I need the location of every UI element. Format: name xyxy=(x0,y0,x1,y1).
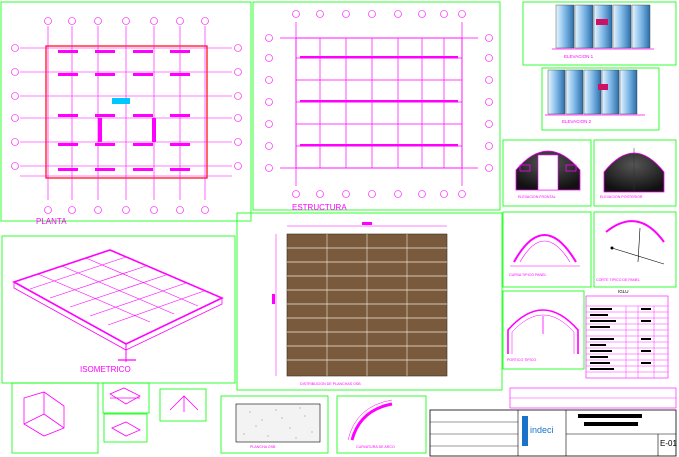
elevacion-2-drawing xyxy=(545,69,645,116)
elevacion-1-drawing xyxy=(552,4,654,50)
elevacion-posterior-drawing xyxy=(603,148,665,193)
sheet-number: E-01 xyxy=(660,439,677,448)
plancha-speckle xyxy=(243,407,313,439)
logo-text: indeci xyxy=(530,425,554,435)
iglu-title: IGLU xyxy=(618,289,629,294)
plancha-osb-drawing xyxy=(235,403,321,443)
portico-drawing xyxy=(507,309,579,354)
planta-drawing xyxy=(11,17,242,214)
corte-panel-drawing xyxy=(605,220,665,265)
detail-views xyxy=(23,387,393,441)
curvatura-arco-title: CURVATURA DE ARCO xyxy=(356,445,395,449)
elevacion-frontal-drawing xyxy=(515,150,581,191)
portico-title: PORTICO TIPICO xyxy=(507,358,537,362)
elevacion-1-title: ELEVACION 1 xyxy=(564,54,594,59)
elevacion-frontal-title: ELEVACION FRONTAL xyxy=(518,195,556,199)
corte-panel-title: CORTE TIPICO DE PANEL xyxy=(596,278,640,282)
elevacion-posterior-title: ELEVACION POSTERIOR xyxy=(600,195,643,199)
elevacion-2-title: ELEVACION 2 xyxy=(562,119,592,124)
iglu-table xyxy=(585,295,669,379)
estructura-title: ESTRUCTURA xyxy=(292,203,347,212)
title-block xyxy=(429,387,677,457)
planta-title: PLANTA xyxy=(36,217,67,226)
curva-panel-drawing xyxy=(510,234,580,267)
distribucion-drawing xyxy=(272,222,448,377)
curva-panel-title: CURVA TIPICO PANEL xyxy=(509,273,547,277)
isometrico-title: ISOMETRICO xyxy=(80,365,131,374)
isometrico-drawing xyxy=(12,249,224,362)
plancha-osb-title: PLANCHA OSB xyxy=(250,445,276,449)
estructura-drawing xyxy=(265,10,493,198)
distribucion-title: DISTRIBUCION DE PLANCHAS OSB xyxy=(300,382,361,386)
